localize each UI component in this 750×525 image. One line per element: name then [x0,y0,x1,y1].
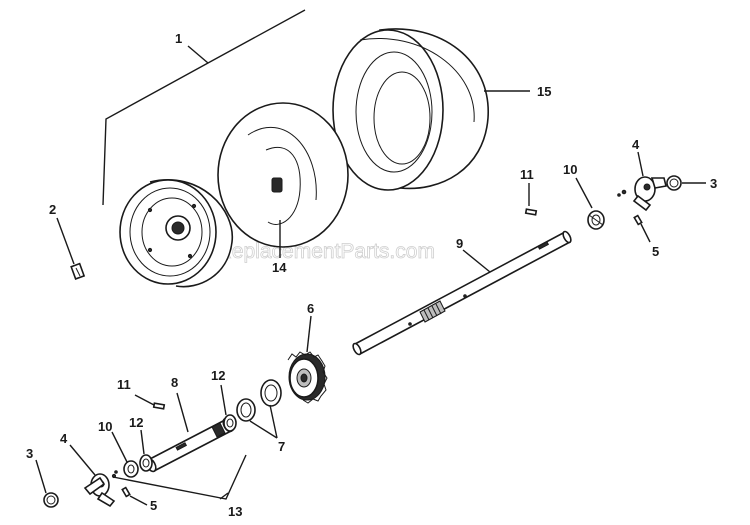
hub-left-part[interactable] [83,470,118,508]
leader-lines [35,9,706,506]
valve-clip-part[interactable] [70,262,86,280]
bushing-left-part[interactable] [123,460,139,478]
hub-right-part[interactable] [617,176,667,212]
callout-washer-right: 3 [710,176,717,191]
callout-axle-kit: 13 [228,504,242,519]
pin-right-part[interactable] [633,214,643,226]
callout-short-axle: 8 [171,375,178,390]
bearing-lower-part[interactable] [139,454,153,472]
callouts: 1 2 15 14 11 10 4 3 5 9 6 11 8 12 12 10 … [26,31,717,519]
valve-stem-icon [271,177,283,193]
callout-bushing-left: 10 [98,419,112,434]
short-axle-part[interactable] [144,417,235,473]
callout-bearing-lower: 12 [129,415,143,430]
callout-key-left: 11 [117,377,131,392]
tire-part[interactable] [332,28,489,191]
bearing-upper-part[interactable] [223,414,237,432]
long-axle-part[interactable] [352,230,573,356]
callout-inner-tube: 14 [272,260,287,275]
inner-tube-part[interactable] [217,102,349,248]
callout-pin-right: 5 [652,244,659,259]
key-right-part[interactable] [524,208,538,216]
callout-tire: 15 [537,84,551,99]
callout-washer-left: 3 [26,446,33,461]
callout-bushing-right: 10 [563,162,577,177]
callout-spacers: 7 [278,439,285,454]
callout-wheel-assembly: 1 [175,31,182,46]
callout-hub-left: 4 [60,431,68,446]
pin-left-part[interactable] [121,486,131,498]
gear-part[interactable] [287,351,328,404]
spacer-large-part[interactable] [260,379,282,407]
key-left-part[interactable] [152,402,166,410]
callout-hub-right: 4 [632,137,640,152]
callout-valve-clip: 2 [49,202,56,217]
watermark: eReplacementParts.com [205,240,435,263]
callout-bearing-upper: 12 [211,368,225,383]
bushing-right-part[interactable] [587,210,605,230]
callout-pin-left: 5 [150,498,157,513]
spacer-small-part[interactable] [236,398,256,422]
callout-key-right: 11 [520,167,534,182]
callout-gear: 6 [307,301,314,316]
rim-part[interactable] [119,179,233,288]
callout-long-axle: 9 [456,236,463,251]
washer-left-part[interactable] [43,492,59,508]
washer-right-part[interactable] [666,175,682,191]
